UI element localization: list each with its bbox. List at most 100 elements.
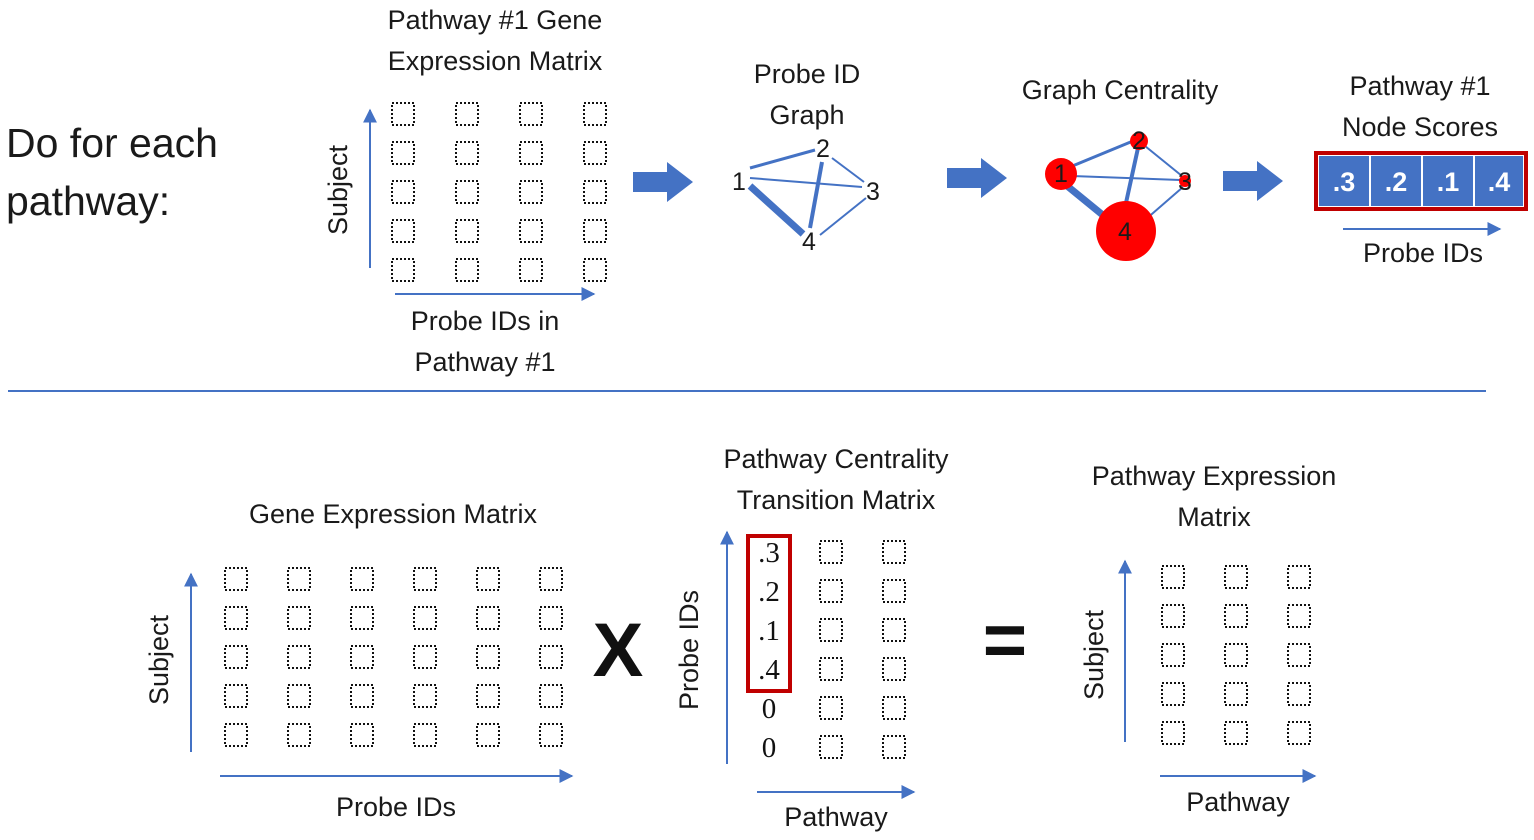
matrix-cell: [882, 579, 906, 603]
matrix-cell: [413, 684, 437, 708]
matrix-cell: [1161, 682, 1185, 706]
matrix-cell: [455, 219, 479, 243]
matrix-cell: [819, 696, 843, 720]
transition-xlabel: Pathway: [784, 802, 888, 832]
node-scores-title-line-2: Node Scores: [1342, 112, 1498, 142]
matrix-cell: [1161, 565, 1185, 589]
matrix-cell: [1287, 643, 1311, 667]
score-cell: [1371, 156, 1421, 206]
matrix-cell: [476, 645, 500, 669]
bottom-section: Gene Expression Matrix Subject Probe IDs…: [144, 444, 1336, 832]
pathway-matrix-xlabel: Pathway: [1186, 787, 1290, 817]
matrix-cell: [455, 141, 479, 165]
pathway-expression-result-matrix: Pathway Expression Matrix Subject Pathwa…: [1079, 461, 1336, 817]
matrix-cell: [287, 684, 311, 708]
centrality-node-3-circle: [1179, 175, 1191, 187]
pathway-matrix-grid: [1161, 565, 1311, 745]
matrix-cell: [519, 180, 543, 204]
matrix-cell: [882, 540, 906, 564]
matrix-cell: [1224, 604, 1248, 628]
score-value: .1: [1437, 167, 1460, 197]
pathway-matrix-title-line-1: Pathway Expression: [1092, 461, 1337, 491]
matrix-cell: [819, 735, 843, 759]
transition-matrix: Pathway Centrality Transition Matrix Pro…: [674, 444, 949, 832]
matrix-cell: [224, 684, 248, 708]
score-value: .3: [1333, 167, 1356, 197]
multiply-symbol: X: [593, 608, 644, 693]
matrix-cell: [350, 684, 374, 708]
expression-matrix-title-line-1: Pathway #1 Gene: [388, 5, 603, 35]
matrix-cell: [519, 102, 543, 126]
score-cell: [1319, 156, 1369, 206]
matrix-cell: [583, 180, 607, 204]
matrix-cell: [476, 606, 500, 630]
matrix-cell: [287, 645, 311, 669]
matrix-cell: [287, 723, 311, 747]
matrix-cell: [1161, 721, 1185, 745]
gene-matrix-grid: [224, 567, 563, 747]
matrix-cell: [413, 606, 437, 630]
matrix-cell: [583, 102, 607, 126]
centrality-edge: [1069, 139, 1134, 169]
matrix-cell: [1161, 643, 1185, 667]
gene-matrix-xlabel: Probe IDs: [336, 792, 456, 822]
matrix-cell: [224, 606, 248, 630]
matrix-cell: [413, 723, 437, 747]
transition-value: 0: [762, 693, 777, 725]
transition-matrix-grid: [819, 540, 906, 759]
transition-title-line-2: Transition Matrix: [737, 485, 936, 515]
flow-arrow-icon: [633, 162, 693, 202]
matrix-cell: [519, 258, 543, 282]
matrix-cell: [882, 696, 906, 720]
graph-node-1: 1: [732, 168, 746, 196]
node-scores: Pathway #1 Node Scores .3 .2 .1 .4 Probe…: [1314, 71, 1528, 268]
matrix-cell: [519, 141, 543, 165]
matrix-cell: [1287, 565, 1311, 589]
matrix-cell: [391, 141, 415, 165]
expression-matrix-grid: [391, 102, 607, 282]
centrality-node-2-label: 2: [1132, 127, 1146, 155]
matrix-cell: [1224, 565, 1248, 589]
matrix-cell: [819, 618, 843, 642]
matrix-cell: [224, 723, 248, 747]
graph-edge: [749, 148, 816, 170]
matrix-cell: [287, 606, 311, 630]
graph-edge: [819, 197, 867, 236]
transition-value: 0: [762, 732, 777, 764]
pathway-matrix-ylabel: Subject: [1079, 609, 1109, 700]
matrix-cell: [539, 684, 563, 708]
equals-symbol: =: [983, 598, 1027, 683]
expression-matrix-xlabel-line-2: Pathway #1: [414, 347, 555, 377]
matrix-cell: [1287, 682, 1311, 706]
probe-graph-title-line-1: Probe ID: [754, 59, 861, 89]
transition-value: .1: [758, 615, 780, 647]
centrality-edge: [1144, 145, 1183, 177]
centrality-edge: [1144, 186, 1184, 221]
matrix-cell: [413, 567, 437, 591]
graph-centrality: Graph Centrality 1 2 3 4: [1022, 75, 1219, 261]
matrix-cell: [583, 219, 607, 243]
graph-edge: [749, 177, 863, 188]
matrix-cell: [391, 102, 415, 126]
gene-expression-matrix: Gene Expression Matrix Subject Probe IDs: [144, 499, 574, 822]
matrix-cell: [1224, 643, 1248, 667]
centrality-node-1-circle: [1045, 158, 1077, 190]
pathway-scores-highlight: [746, 534, 792, 693]
centrality-node-3-label: 3: [1178, 168, 1192, 196]
centrality-edge: [1071, 175, 1181, 181]
intro-line-2: pathway:: [6, 178, 170, 224]
matrix-cell: [819, 657, 843, 681]
matrix-cell: [583, 141, 607, 165]
matrix-cell: [476, 723, 500, 747]
centrality-node-4-label: 4: [1118, 218, 1132, 246]
top-section: Do for each pathway: Pathway #1 Gene Exp…: [6, 5, 1528, 377]
matrix-cell: [224, 645, 248, 669]
pathway-expression-matrix: Pathway #1 Gene Expression Matrix Subjec…: [323, 5, 607, 377]
centrality-node-1-label: 1: [1054, 160, 1068, 188]
graph-edge: [747, 183, 806, 237]
matrix-cell: [224, 567, 248, 591]
matrix-cell: [455, 102, 479, 126]
score-value: .4: [1488, 167, 1511, 197]
score-cell: [1423, 156, 1473, 206]
matrix-cell: [391, 219, 415, 243]
